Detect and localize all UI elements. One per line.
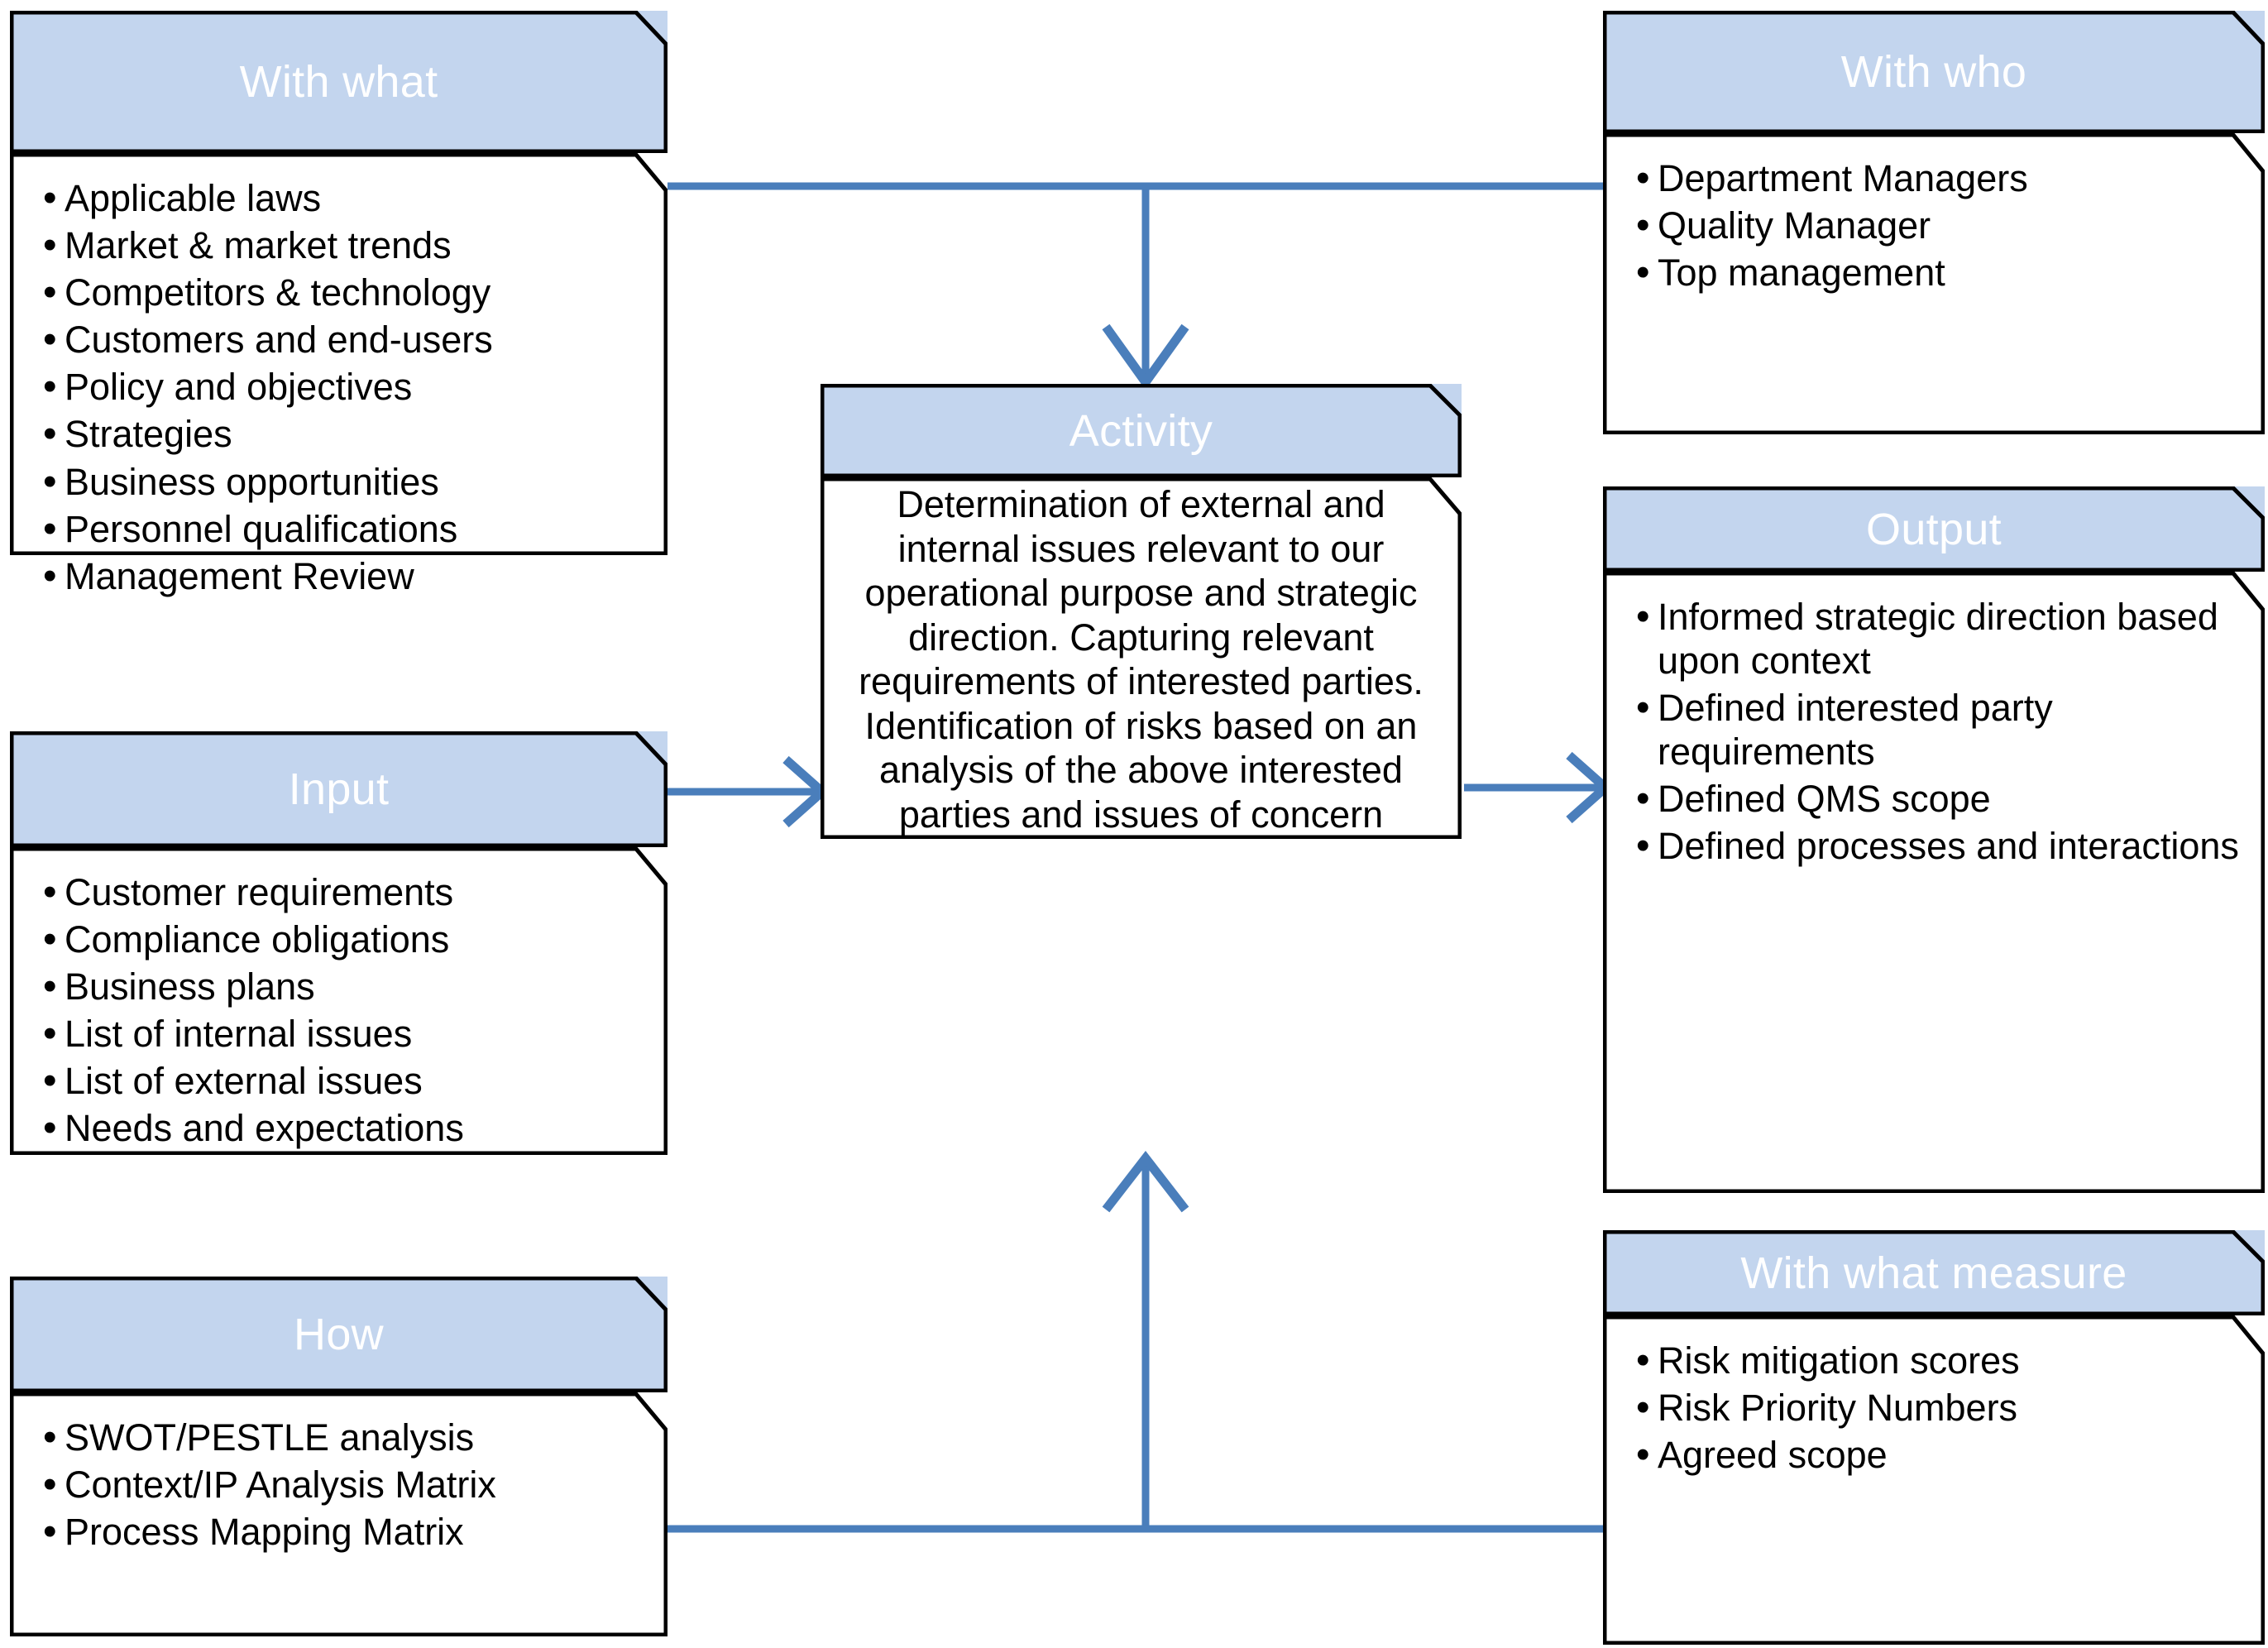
list-item: Needs and expectations [25,1105,653,1152]
list-item: Policy and objectives [25,364,653,410]
box-with-what-measure-list: Risk mitigation scores Risk Priority Num… [1618,1338,2250,1478]
box-activity-header: Activity [821,384,1462,477]
header-shape [10,731,667,847]
header-shape [1603,11,2265,133]
list-item: Applicable laws [25,175,653,222]
box-input-content: Customer requirements Compliance obligat… [10,847,667,1169]
list-item: Risk mitigation scores [1618,1338,2250,1384]
box-input: Input Customer requirements Compliance o… [10,731,667,1155]
list-item: Top management [1618,250,2250,296]
box-with-what-content: Applicable laws Market & market trends C… [10,153,667,616]
box-output-header: Output [1603,486,2265,572]
box-output-title: Output [1866,504,2002,554]
box-input-body: Customer requirements Compliance obligat… [10,847,667,1155]
box-how-list: SWOT/PESTLE analysis Context/IP Analysis… [25,1415,653,1555]
connector-top-branch-to-activity [1102,186,1189,390]
box-with-who-title: With who [1840,47,2027,97]
box-activity-title: Activity [1069,405,1213,456]
box-output: Output Informed strategic direction base… [1603,486,2265,1193]
list-item: Defined QMS scope [1618,776,2250,822]
box-with-what-measure-header: With what measure [1603,1230,2265,1315]
connector-bottom-branch-to-activity [1102,1151,1189,1529]
box-activity-text: Determination of external and internal i… [859,483,1423,836]
box-output-body: Informed strategic direction based upon … [1603,572,2265,1193]
header-shape [1603,1230,2265,1315]
list-item: Defined processes and interactions [1618,823,2250,870]
list-item: Customer requirements [25,870,653,916]
header-shape [821,384,1462,477]
list-item: Business plans [25,964,653,1010]
box-with-who-list: Department Managers Quality Manager Top … [1618,156,2250,296]
list-item: Department Managers [1618,156,2250,202]
box-how-header: How [10,1277,667,1392]
box-activity: Activity Determination of external and i… [821,384,1462,839]
header-shape [1603,486,2265,572]
box-with-what-measure: With what measure Risk mitigation scores… [1603,1230,2265,1645]
box-with-who-body: Department Managers Quality Manager Top … [1603,133,2265,434]
box-with-what-body: Applicable laws Market & market trends C… [10,153,667,600]
box-how: How SWOT/PESTLE analysis Context/IP Anal… [10,1277,667,1636]
list-item: Customers and end-users [25,317,653,363]
box-input-header: Input [10,731,667,847]
box-with-what-header: With what [10,11,667,153]
box-how-content: SWOT/PESTLE analysis Context/IP Analysis… [10,1392,667,1572]
list-item: Management Review [25,553,653,600]
box-activity-body: Determination of external and internal i… [821,477,1462,839]
box-input-title: Input [288,764,390,814]
list-item: Risk Priority Numbers [1618,1385,2250,1431]
box-output-list: Informed strategic direction based upon … [1618,594,2250,870]
box-output-content: Informed strategic direction based upon … [1603,572,2265,887]
box-with-who-content: Department Managers Quality Manager Top … [1603,133,2265,313]
box-with-what-title: With what [239,57,438,107]
box-with-what-measure-body: Risk mitigation scores Risk Priority Num… [1603,1315,2265,1645]
box-how-body: SWOT/PESTLE analysis Context/IP Analysis… [10,1392,667,1636]
list-item: SWOT/PESTLE analysis [25,1415,653,1461]
list-item: Market & market trends [25,223,653,269]
list-item: Quality Manager [1618,203,2250,249]
list-item: Informed strategic direction based upon … [1618,594,2250,683]
list-item: List of external issues [25,1058,653,1104]
list-item: Defined interested party requirements [1618,685,2250,774]
box-how-title: How [294,1310,384,1359]
list-item: Context/IP Analysis Matrix [25,1462,653,1508]
connector-activity-to-output [1464,751,1613,824]
box-with-who-header: With who [1603,11,2265,133]
box-with-what: With what Applicable laws Market & marke… [10,11,667,600]
header-shape [10,1277,667,1392]
list-item: Process Mapping Matrix [25,1509,653,1555]
header-shape [10,11,667,153]
list-item: Business opportunities [25,459,653,505]
box-with-what-list: Applicable laws Market & market trends C… [25,175,653,600]
list-item: Agreed scope [1618,1432,2250,1478]
box-with-who: With who Department Managers Quality Man… [1603,11,2265,434]
list-item: Strategies [25,411,653,458]
box-with-what-measure-title: With what measure [1740,1248,2127,1298]
list-item: Competitors & technology [25,270,653,316]
box-input-list: Customer requirements Compliance obligat… [25,870,653,1152]
list-item: Compliance obligations [25,917,653,963]
list-item: Personnel qualifications [25,506,653,553]
connector-input-to-activity [667,755,830,828]
box-with-what-measure-content: Risk mitigation scores Risk Priority Num… [1603,1315,2265,1495]
list-item: List of internal issues [25,1011,653,1057]
